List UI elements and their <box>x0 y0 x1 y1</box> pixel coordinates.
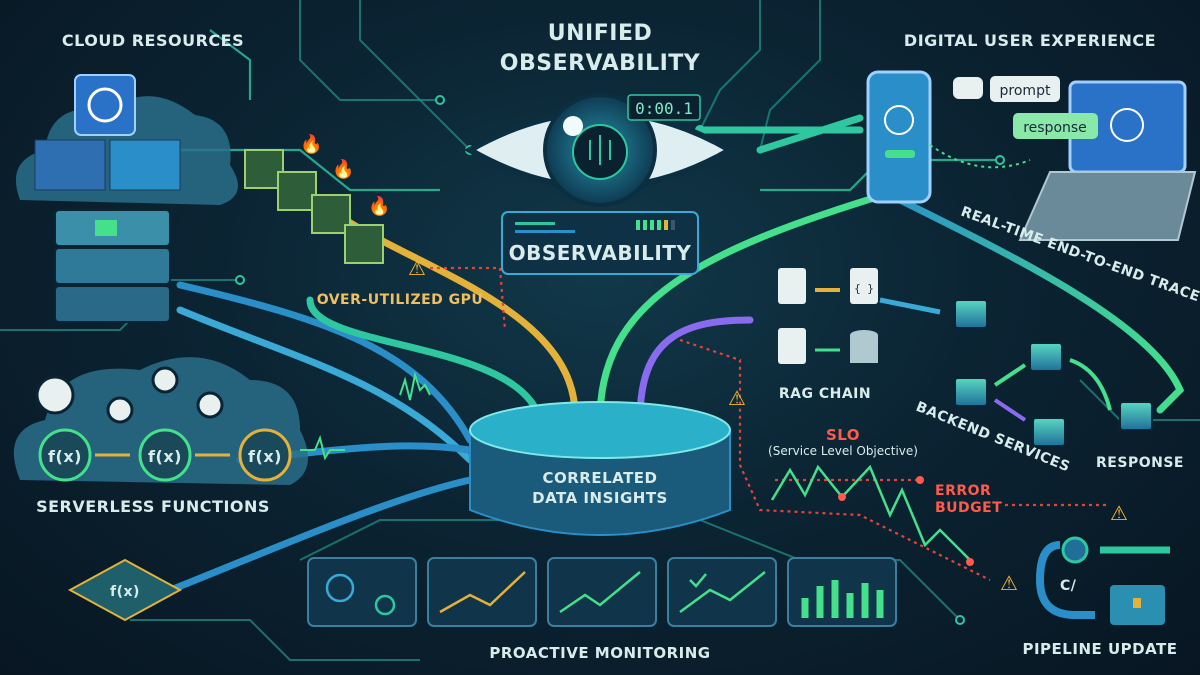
pipeline-label: PIPELINE UPDATE <box>1022 640 1177 658</box>
cloud-resources-label: CLOUD RESOURCES <box>62 31 244 50</box>
trend-panel <box>547 557 657 627</box>
heartbeat-icon <box>300 434 345 461</box>
gear-icon <box>1061 536 1089 564</box>
fire-icon: 🔥 <box>300 133 322 154</box>
clock-icon <box>151 366 179 394</box>
cloud-icon <box>15 74 239 205</box>
bar-panel <box>787 557 897 627</box>
data-reservoir: CORRELATED DATA INSIGHTS <box>469 401 731 536</box>
warning-icon: ⚠ <box>408 258 426 280</box>
code-glyph: { } <box>854 282 874 295</box>
fire-icon: 🔥 <box>368 195 390 216</box>
timer-display: 0:00.1 <box>627 94 701 121</box>
document-icon <box>778 268 806 304</box>
function-label: f(x) <box>110 584 140 600</box>
document-icon <box>778 328 806 364</box>
observability-panel-label: OBSERVABILITY <box>509 241 692 265</box>
eye-icon <box>463 93 737 207</box>
response-label: RESPONSE <box>1096 455 1184 471</box>
clock-icon <box>35 375 75 415</box>
clock-icon <box>196 391 224 419</box>
warning-icon: ⚠ <box>1000 573 1018 595</box>
code-file-icon <box>850 268 878 304</box>
dashboard-marks <box>325 571 884 618</box>
function-label: f(x) <box>248 447 282 466</box>
server-rack-icon <box>54 209 171 323</box>
pipeline-icon: C/ <box>1035 536 1170 625</box>
gpu-chips-icon: 🔥 🔥 🔥 <box>244 133 390 264</box>
response-bubble: response <box>1023 120 1087 136</box>
timer-text: 0:00.1 <box>635 99 693 118</box>
error-budget-label-2: BUDGET <box>935 500 1002 516</box>
observability-panel: OBSERVABILITY <box>501 211 699 275</box>
proactive-monitoring-label: PROACTIVE MONITORING <box>489 644 710 662</box>
slo-description: (Service Level Objective) <box>768 444 918 458</box>
slo-label: SLO <box>826 426 860 444</box>
monitoring-dashboards <box>307 557 897 627</box>
function-chip-icon: f(x) <box>67 558 183 622</box>
rag-chain-label: RAG CHAIN <box>779 386 871 402</box>
prompt-bubble: prompt <box>1000 83 1051 99</box>
title-line2: OBSERVABILITY <box>500 51 701 76</box>
rag-chain: { } <box>778 268 878 364</box>
serverless-label: SERVERLESS FUNCTIONS <box>36 497 270 516</box>
warning-icon: ⚠ <box>728 388 746 410</box>
clock-icon <box>106 396 134 424</box>
gpu-label: OVER-UTILIZED GPU <box>317 292 484 308</box>
error-budget-label-1: ERROR <box>935 483 991 499</box>
ci-glyph: C/ <box>1060 578 1077 594</box>
backend-services <box>879 297 1153 447</box>
reservoir-label-1: CORRELATED <box>542 469 657 487</box>
slo-chart-line <box>770 464 971 561</box>
kubernetes-icon <box>74 74 136 136</box>
fire-icon: 🔥 <box>332 158 354 179</box>
laptop-icon <box>1018 80 1197 241</box>
pulse-icon <box>399 371 431 401</box>
warning-icon: ⚠ <box>1110 503 1128 525</box>
trend-panel <box>427 557 537 627</box>
title-line1: UNIFIED <box>548 21 652 46</box>
dux-label: DIGITAL USER EXPERIENCE <box>904 31 1156 50</box>
function-label: f(x) <box>148 447 182 466</box>
smartphone-icon <box>866 70 932 204</box>
function-label: f(x) <box>48 447 82 466</box>
chat-bubbles: prompt response <box>929 76 1098 169</box>
gauge-panel <box>307 557 417 627</box>
slo-breach-point <box>838 493 846 501</box>
check-panel <box>667 557 777 627</box>
reservoir-label-2: DATA INSIGHTS <box>532 489 668 507</box>
chat-icon <box>953 77 983 99</box>
serverless-cloud: f(x) f(x) f(x) <box>13 357 308 485</box>
circuit-lines <box>0 0 1200 661</box>
